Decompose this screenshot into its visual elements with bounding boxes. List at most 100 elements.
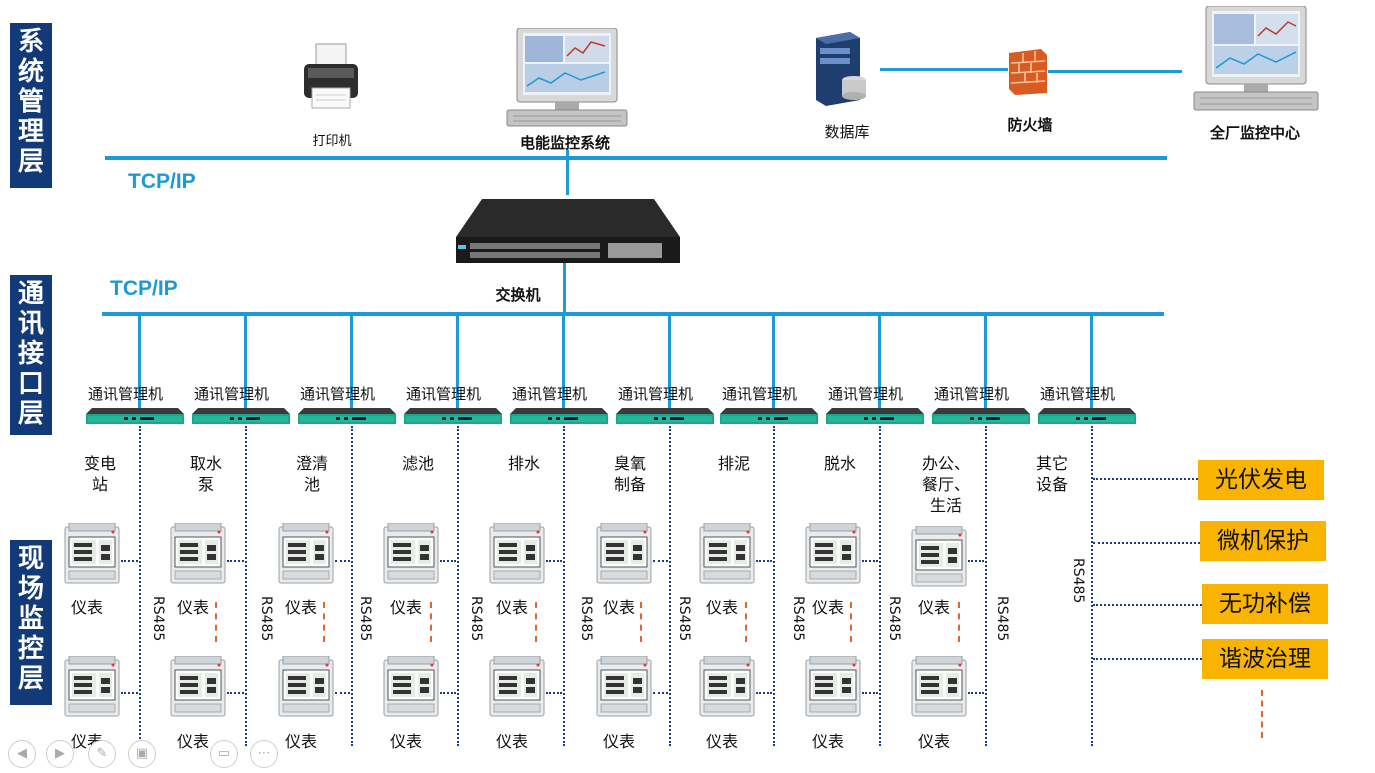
bus-drop-line <box>668 316 671 409</box>
tcpip-lower-label: TCP/IP <box>110 277 178 300</box>
area-label-line: 办公、 <box>922 454 971 473</box>
other-device-tap-line <box>1093 478 1198 480</box>
power-meter-icon <box>170 523 226 584</box>
area-label-line: 澄清 <box>295 454 328 473</box>
rs485-bus-line <box>139 426 141 746</box>
other-device-harmonic-control: 谐波治理 <box>1202 639 1328 679</box>
monitoring-computer-icon <box>506 28 628 127</box>
comm-manager-device-icon <box>826 408 924 424</box>
firewall-icon <box>1009 49 1047 95</box>
rs485-label: RS485 <box>150 596 166 642</box>
rs485-label: RS485 <box>468 596 484 642</box>
meter-label: 仪表 <box>390 598 423 617</box>
meter-tap-line <box>546 560 562 562</box>
other-device-tap-line <box>1093 604 1202 606</box>
area-label-line: 脱水 <box>823 454 856 473</box>
area-label-line: 池 <box>303 475 320 494</box>
bus-drop-line <box>456 316 459 409</box>
meter-tap-line <box>968 692 984 694</box>
comm-manager-device-icon <box>720 408 818 424</box>
next-slide-button[interactable]: ▶ <box>46 740 74 768</box>
power-meter-icon <box>596 656 652 717</box>
layer-label-field: 现场监控层 <box>10 540 52 705</box>
meter-tap-line <box>121 692 138 694</box>
rs485-label: RS485 <box>790 596 806 642</box>
monitoring-center-computer-icon <box>1193 6 1319 111</box>
other-device-tap-line <box>1093 542 1200 544</box>
power-meter-icon <box>699 656 755 717</box>
switch-to-bus-line <box>563 262 566 314</box>
more-meters-dash <box>430 602 432 642</box>
system-to-bus-line <box>566 150 569 195</box>
comm-manager-device-icon <box>192 408 290 424</box>
comm-manager-device-icon <box>932 408 1030 424</box>
meter-label: 仪表 <box>390 732 423 751</box>
meter-label: 仪表 <box>918 732 951 751</box>
bus-drop-line <box>772 316 775 409</box>
more-options-button[interactable]: ⋯ <box>250 740 278 768</box>
bus-drop-line <box>244 316 247 409</box>
prev-slide-button[interactable]: ◀ <box>8 740 36 768</box>
area-label-line: 其它 <box>1035 454 1068 473</box>
rs485-label: RS485 <box>357 596 373 642</box>
network-switch-icon <box>456 199 680 263</box>
meter-label: 仪表 <box>285 598 318 617</box>
more-devices-dash <box>1261 690 1263 738</box>
meter-label: 仪表 <box>706 598 739 617</box>
power-meter-icon <box>489 656 545 717</box>
tcpip-upper-label: TCP/IP <box>128 170 196 193</box>
comm-manager-label: 通讯管理机 <box>194 385 270 403</box>
power-meter-icon <box>383 656 439 717</box>
area-label: 滤池 <box>394 453 442 474</box>
printer-icon <box>304 43 358 109</box>
layer-label-char: 系 <box>17 27 44 57</box>
meter-tap-line <box>546 692 562 694</box>
layer-label-char: 场 <box>17 574 44 604</box>
power-meter-icon <box>805 656 861 717</box>
rs485-bus-line <box>669 426 671 746</box>
rs485-bus-line <box>773 426 775 746</box>
layer-label-char: 统 <box>17 57 44 87</box>
rs485-bus-line <box>245 426 247 746</box>
slides-view-button[interactable]: ▣ <box>128 740 156 768</box>
comm-manager-label: 通讯管理机 <box>618 385 694 403</box>
more-meters-dash <box>323 602 325 642</box>
area-label-line: 排泥 <box>717 454 750 473</box>
bus-drop-line <box>562 316 565 409</box>
area-label: 澄清池 <box>288 453 336 495</box>
other-device-tap-line <box>1093 658 1202 660</box>
rs485-label: RS485 <box>258 596 274 642</box>
layer-label-management: 系统管理层 <box>10 23 52 188</box>
power-meter-icon <box>911 656 967 717</box>
bus-drop-line <box>138 316 141 409</box>
rs485-label: RS485 <box>578 596 594 642</box>
comm-manager-label: 通讯管理机 <box>934 385 1010 403</box>
area-label-line: 臭氧 <box>613 454 646 473</box>
rs485-label-other: RS485 <box>1070 558 1086 604</box>
meter-label: 仪表 <box>918 598 951 617</box>
pen-tool-button[interactable]: ✎ <box>88 740 116 768</box>
meter-tap-line <box>653 692 668 694</box>
area-label-line: 制备 <box>613 475 646 494</box>
area-label-line: 滤池 <box>401 454 434 473</box>
area-label: 其它设备 <box>1028 453 1076 495</box>
screen-view-button[interactable]: ▭ <box>210 740 238 768</box>
bus-drop-line <box>350 316 353 409</box>
bus-drop-line <box>1090 316 1093 409</box>
meter-tap-line <box>335 692 350 694</box>
layer-label-char: 监 <box>17 604 44 634</box>
area-label: 办公、餐厅、生活 <box>922 453 970 516</box>
area-label: 臭氧制备 <box>606 453 654 495</box>
monitoring-center-label: 全厂监控中心 <box>1209 124 1300 142</box>
other-device-reactive-compensation: 无功补偿 <box>1202 584 1328 624</box>
meter-tap-line <box>968 560 984 562</box>
bus-drop-line <box>878 316 881 409</box>
bus-drop-line <box>984 316 987 409</box>
rs485-label: RS485 <box>676 596 692 642</box>
power-meter-icon <box>278 523 334 584</box>
meter-tap-line <box>756 692 772 694</box>
comm-manager-device-icon <box>298 408 396 424</box>
comm-manager-label: 通讯管理机 <box>88 385 164 403</box>
power-meter-icon <box>489 523 545 584</box>
power-meter-icon <box>170 656 226 717</box>
